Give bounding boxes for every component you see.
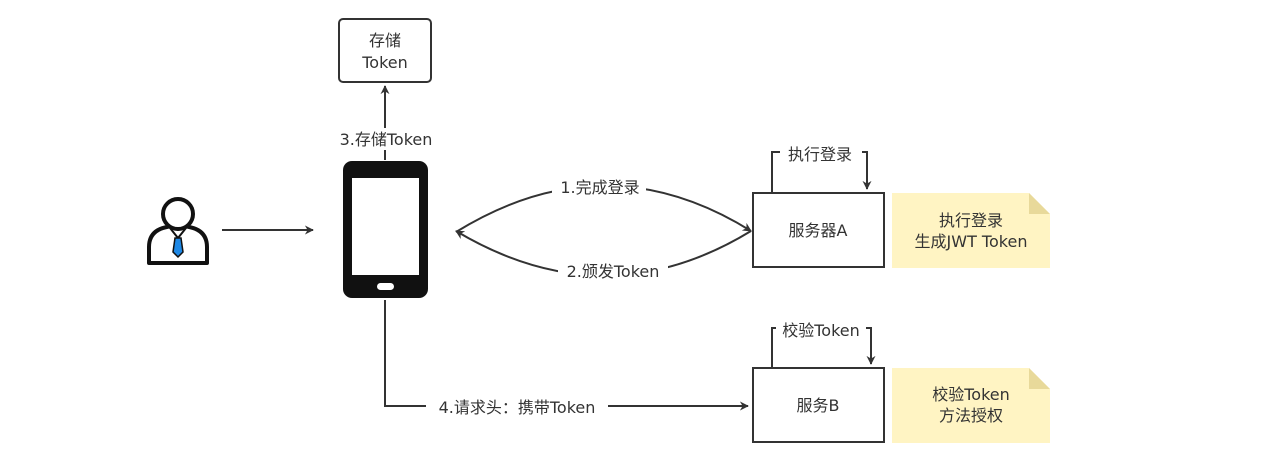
note-service-b: 校验Token 方法授权: [892, 368, 1050, 443]
server-a-box: 服务器A: [752, 192, 885, 268]
complete-login-label-bg: [552, 176, 646, 198]
note-server-a: 执行登录 生成JWT Token: [892, 193, 1050, 268]
service-b-box: 服务B: [752, 367, 885, 443]
self-login-label-bg: [780, 144, 862, 164]
storage-line2: Token: [361, 53, 408, 72]
request-header-label: 4.请求头：携带Token: [439, 398, 596, 417]
complete-login-label: 1.完成登录: [560, 178, 639, 197]
self-login-label: 执行登录: [788, 145, 852, 164]
issue-token-label-bg: [558, 260, 668, 282]
note-b-line2: 方法授权: [939, 406, 1003, 425]
service-b-label: 服务B: [797, 396, 840, 415]
note-b-line1: 校验Token: [932, 385, 1010, 404]
smartphone-icon: [343, 161, 428, 298]
user-icon: [147, 197, 209, 265]
server-a-label: 服务器A: [789, 221, 848, 240]
storage-line1: 存储: [369, 31, 401, 50]
self-verify-label: 校验Token: [782, 321, 860, 340]
issue-token-label: 2.颁发Token: [567, 262, 660, 281]
request-header-label-bg: [426, 396, 608, 418]
storage-token-box: 存储 Token: [338, 18, 432, 83]
request-header-arrow: [384, 300, 749, 411]
store-token-label-bg: [330, 128, 442, 150]
store-token-label: 3.存储Token: [340, 130, 433, 149]
note-a-line1: 执行登录: [939, 211, 1003, 230]
self-verify-label-bg: [776, 320, 866, 340]
note-a-line2: 生成JWT Token: [915, 232, 1028, 251]
